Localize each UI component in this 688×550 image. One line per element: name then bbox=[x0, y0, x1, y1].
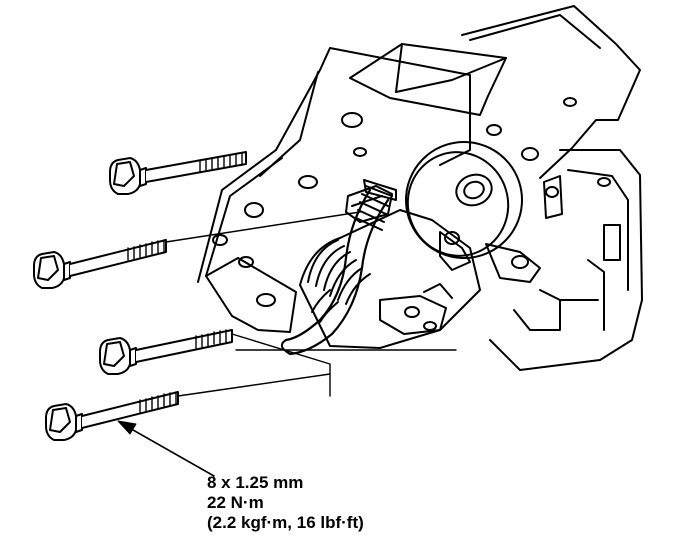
frame-structure bbox=[197, 5, 643, 371]
bolt-icon bbox=[99, 329, 233, 375]
bolt-icon bbox=[45, 391, 179, 441]
bolt-icon bbox=[109, 151, 247, 195]
bolt-icon bbox=[33, 239, 167, 289]
torque-value-nm: 22 N·m bbox=[207, 493, 264, 512]
leader-lines bbox=[165, 211, 457, 397]
torque-value-alt: (2.2 kgf·m, 16 lbf·ft) bbox=[207, 513, 364, 532]
torque-spec-callout: 8 x 1.25 mm 22 N·m (2.2 kgf·m, 16 lbf·ft… bbox=[207, 473, 364, 533]
refrigerant-hose bbox=[280, 179, 397, 356]
bolt-size-label: 8 x 1.25 mm bbox=[207, 473, 304, 492]
ac-compressor bbox=[299, 141, 563, 349]
arrow-icon bbox=[117, 420, 215, 477]
